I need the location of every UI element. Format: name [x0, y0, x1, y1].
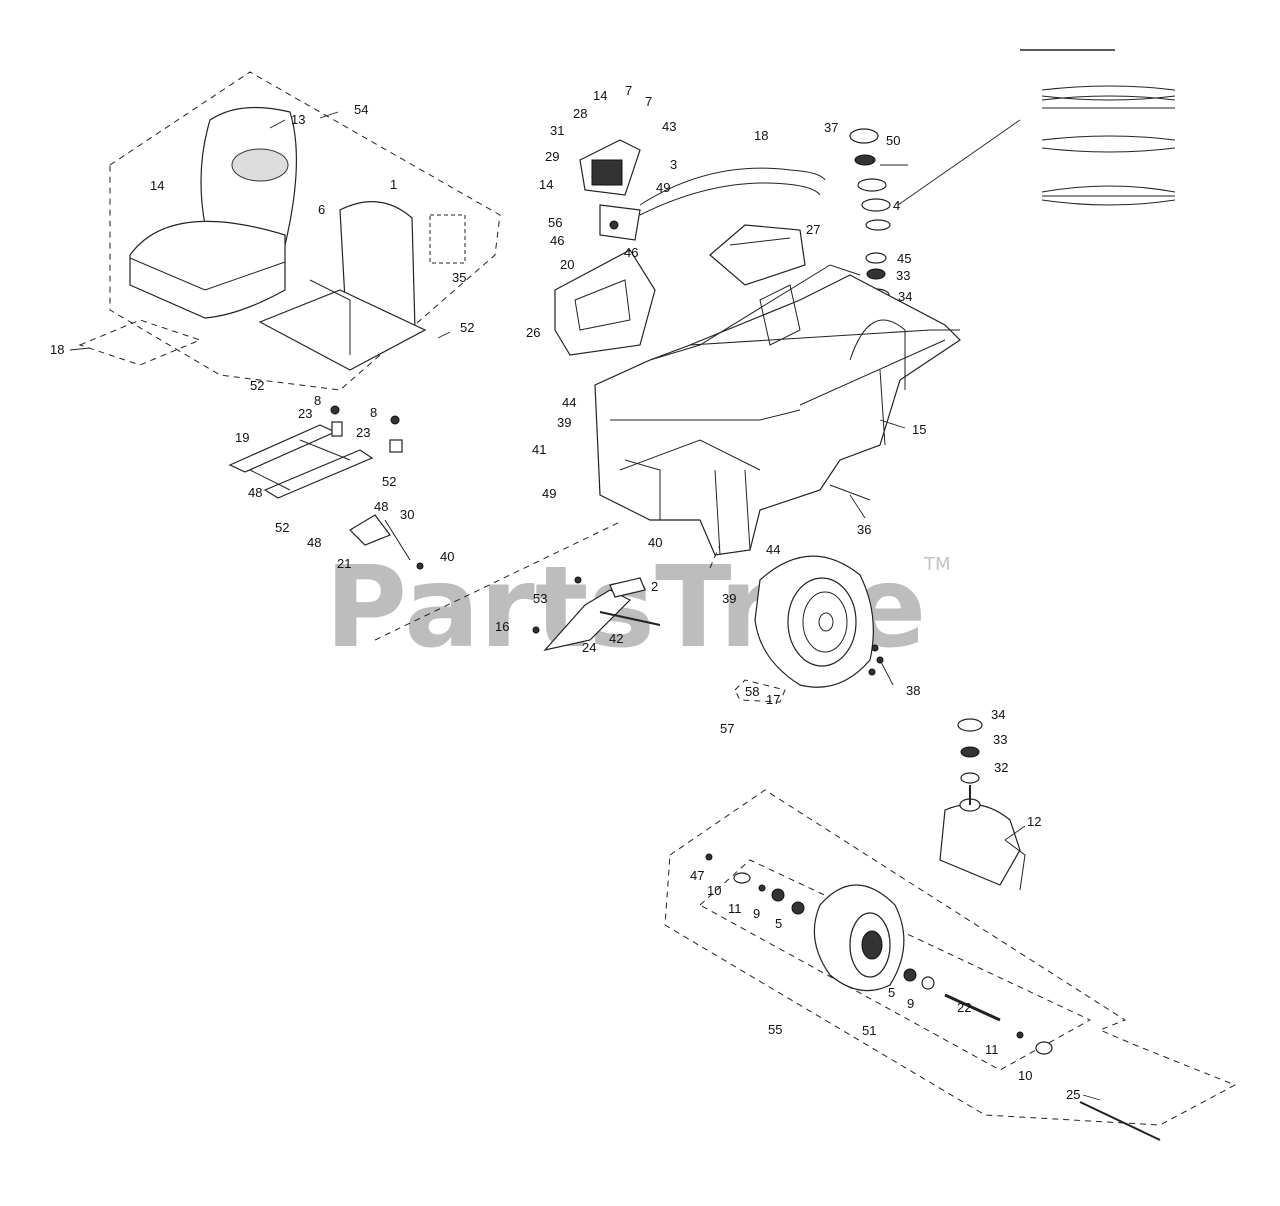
callout-labels-rear-wheel: 38 58 17 57 [720, 683, 920, 736]
callout: 52 [250, 378, 264, 393]
callout: 49 [656, 180, 670, 195]
callout: 39 [722, 591, 736, 606]
callout: 44 [562, 395, 576, 410]
callout: 9 [753, 906, 760, 921]
callout: 14 [539, 177, 553, 192]
callout-labels-axle: 2 53 16 24 42 [495, 579, 658, 655]
callout: 31 [550, 123, 564, 138]
callout: 46 [550, 233, 564, 248]
callout: 14 [150, 178, 164, 193]
callout-labels-caster-top: 37 50 4 45 33 34 [824, 120, 912, 304]
callout: 34 [991, 707, 1005, 722]
callout: 9 [907, 996, 914, 1011]
callout: 13 [291, 112, 305, 127]
callout: 54 [354, 102, 368, 117]
callout: 24 [582, 640, 596, 655]
callout: 15 [912, 422, 926, 437]
line-legend [1020, 49, 1176, 206]
callout: 20 [560, 257, 574, 272]
callout: 17 [766, 692, 780, 707]
callout: 40 [440, 549, 454, 564]
callout: 44 [766, 542, 780, 557]
callout: 25 [1066, 1087, 1080, 1102]
front-caster-assembly [664, 718, 1237, 1141]
callout: 46 [624, 245, 638, 260]
callout: 57 [720, 721, 734, 736]
main-frame [594, 264, 961, 556]
rear-wheel [734, 555, 884, 703]
callout: 23 [298, 406, 312, 421]
callout-labels-seat: 54 13 14 1 6 35 52 18 52 8 23 8 23 19 48… [50, 102, 474, 571]
callout: 52 [460, 320, 474, 335]
callout: 51 [862, 1023, 876, 1038]
axle-parts [374, 521, 721, 651]
callout: 49 [542, 486, 556, 501]
callout: 11 [985, 1042, 999, 1057]
callout: 36 [857, 522, 871, 537]
callout-labels-controls: 14 7 7 28 43 31 29 3 14 49 56 46 20 46 1… [526, 83, 820, 340]
callout: 53 [533, 591, 547, 606]
callout: 38 [906, 683, 920, 698]
callout: 27 [806, 222, 820, 237]
callout: 42 [609, 631, 623, 646]
callout: 11 [728, 901, 742, 916]
callout: 33 [896, 268, 910, 283]
callout: 8 [370, 405, 377, 420]
callout: 3 [670, 157, 677, 172]
callout: 45 [897, 251, 911, 266]
callout: 58 [745, 684, 759, 699]
callout: 41 [532, 442, 546, 457]
callout: 26 [526, 325, 540, 340]
callout: 33 [993, 732, 1007, 747]
callout: 18 [50, 342, 64, 357]
callout: 56 [548, 215, 562, 230]
callout: 7 [645, 94, 652, 109]
callout: 43 [662, 119, 676, 134]
callout: 47 [690, 868, 704, 883]
callout: 10 [1018, 1068, 1032, 1083]
callout: 19 [235, 430, 249, 445]
callout: 48 [374, 499, 388, 514]
callout: 28 [573, 106, 587, 121]
callout: 21 [337, 556, 351, 571]
callout-labels-frame: 44 39 41 49 15 36 40 44 39 [532, 395, 926, 606]
callout: 32 [994, 760, 1008, 775]
callout-labels-front-caster: 34 33 32 12 47 10 11 9 5 5 9 22 11 10 55… [690, 707, 1080, 1102]
callout: 29 [545, 149, 559, 164]
callout: 37 [824, 120, 838, 135]
callout: 55 [768, 1022, 782, 1037]
callout: 50 [886, 133, 900, 148]
callout: 5 [888, 985, 895, 1000]
callout: 22 [957, 1000, 971, 1015]
callout: 4 [893, 198, 900, 213]
callout: 14 [593, 88, 607, 103]
callout: 52 [382, 474, 396, 489]
watermark-trademark: TM [923, 554, 951, 575]
control-assembly [554, 139, 826, 356]
callout: 16 [495, 619, 509, 634]
callout: 6 [318, 202, 325, 217]
callout: 35 [452, 270, 466, 285]
callout: 10 [707, 883, 721, 898]
callout: 1 [390, 177, 397, 192]
callout: 7 [625, 83, 632, 98]
callout: 18 [754, 128, 768, 143]
callout: 52 [275, 520, 289, 535]
seat-assembly [78, 71, 501, 570]
callout: 2 [651, 579, 658, 594]
callout: 8 [314, 393, 321, 408]
callout: 5 [775, 916, 782, 931]
callout: 34 [898, 289, 912, 304]
callout: 48 [307, 535, 321, 550]
callout: 23 [356, 425, 370, 440]
callout: 12 [1027, 814, 1041, 829]
leader-lines [69, 111, 1101, 1101]
callout: 48 [248, 485, 262, 500]
callout: 30 [400, 507, 414, 522]
callout: 39 [557, 415, 571, 430]
callout: 40 [648, 535, 662, 550]
